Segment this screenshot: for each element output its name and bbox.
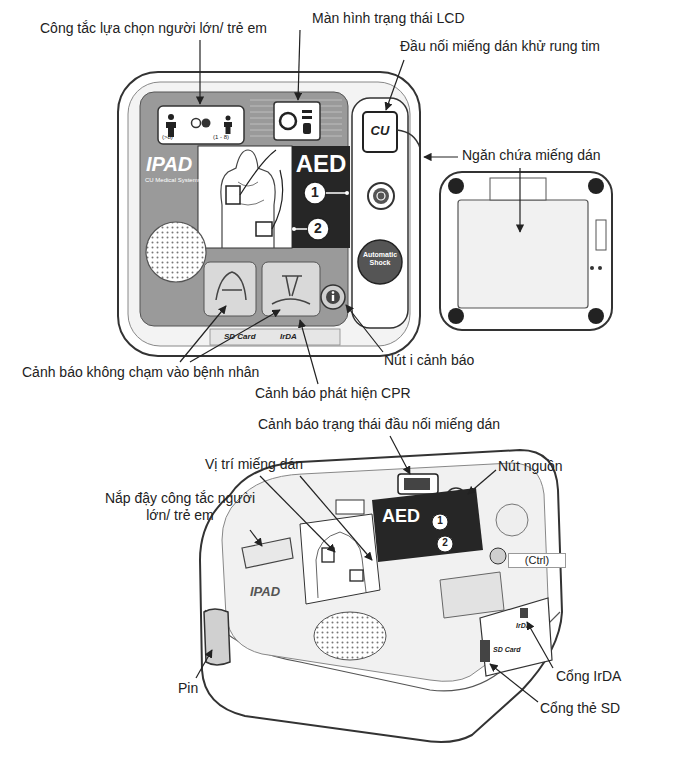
callout-label: Cảnh báo phát hiện CPR: [255, 385, 411, 402]
port-text: SD Card: [493, 646, 521, 654]
panel-title: AED: [382, 506, 420, 528]
switch-text: (>8): [162, 134, 173, 141]
brand-text: IPAD: [250, 584, 280, 600]
port-text: IrDA: [280, 332, 297, 342]
callout-label: Cảnh báo trạng thái đầu nối miếng dán: [258, 416, 500, 433]
callout-label: Nút nguồn: [498, 458, 563, 475]
callout-label: Nắp đậy công tắc người lớn/ trẻ em: [100, 490, 260, 524]
port-text: IrDA: [516, 622, 531, 630]
step-number: 1: [304, 184, 326, 201]
aed-front-view: [118, 72, 420, 356]
pad-compartment-view: [440, 172, 612, 330]
callout-label: Ngăn chứa miếng dán: [462, 147, 601, 164]
callout-label: Màn hình trạng thái LCD: [312, 10, 465, 27]
step-number: 2: [437, 537, 453, 549]
maker-text: CU Medical Systems, Inc.: [145, 177, 214, 184]
callout-label: Vị trí miếng dán: [205, 456, 303, 473]
step-number: 1: [432, 515, 448, 527]
port-text: SD Card: [224, 332, 256, 342]
brand-text: IPAD: [146, 152, 192, 176]
callout-label: Công tắc lựa chọn người lớn/ trẻ em: [40, 20, 267, 37]
panel-title: AED: [292, 150, 350, 179]
connector-text: CU: [364, 123, 396, 139]
button-text: Automatic Shock: [360, 251, 400, 268]
callout-label: Cổng IrDA: [556, 668, 621, 685]
callout-label: Pin: [178, 680, 198, 697]
callout-label: Cảnh báo không chạm vào bệnh nhân: [22, 364, 259, 381]
callout-label: Đầu nối miếng dán khử rung tim: [400, 38, 600, 55]
callout-label: Nút i cảnh báo: [384, 352, 474, 369]
step-number: 2: [307, 220, 329, 237]
switch-text: (1 - 8): [213, 134, 229, 141]
paste-tag: (Ctrl): [508, 553, 566, 568]
callout-label: Cổng thẻ SD: [540, 700, 620, 717]
